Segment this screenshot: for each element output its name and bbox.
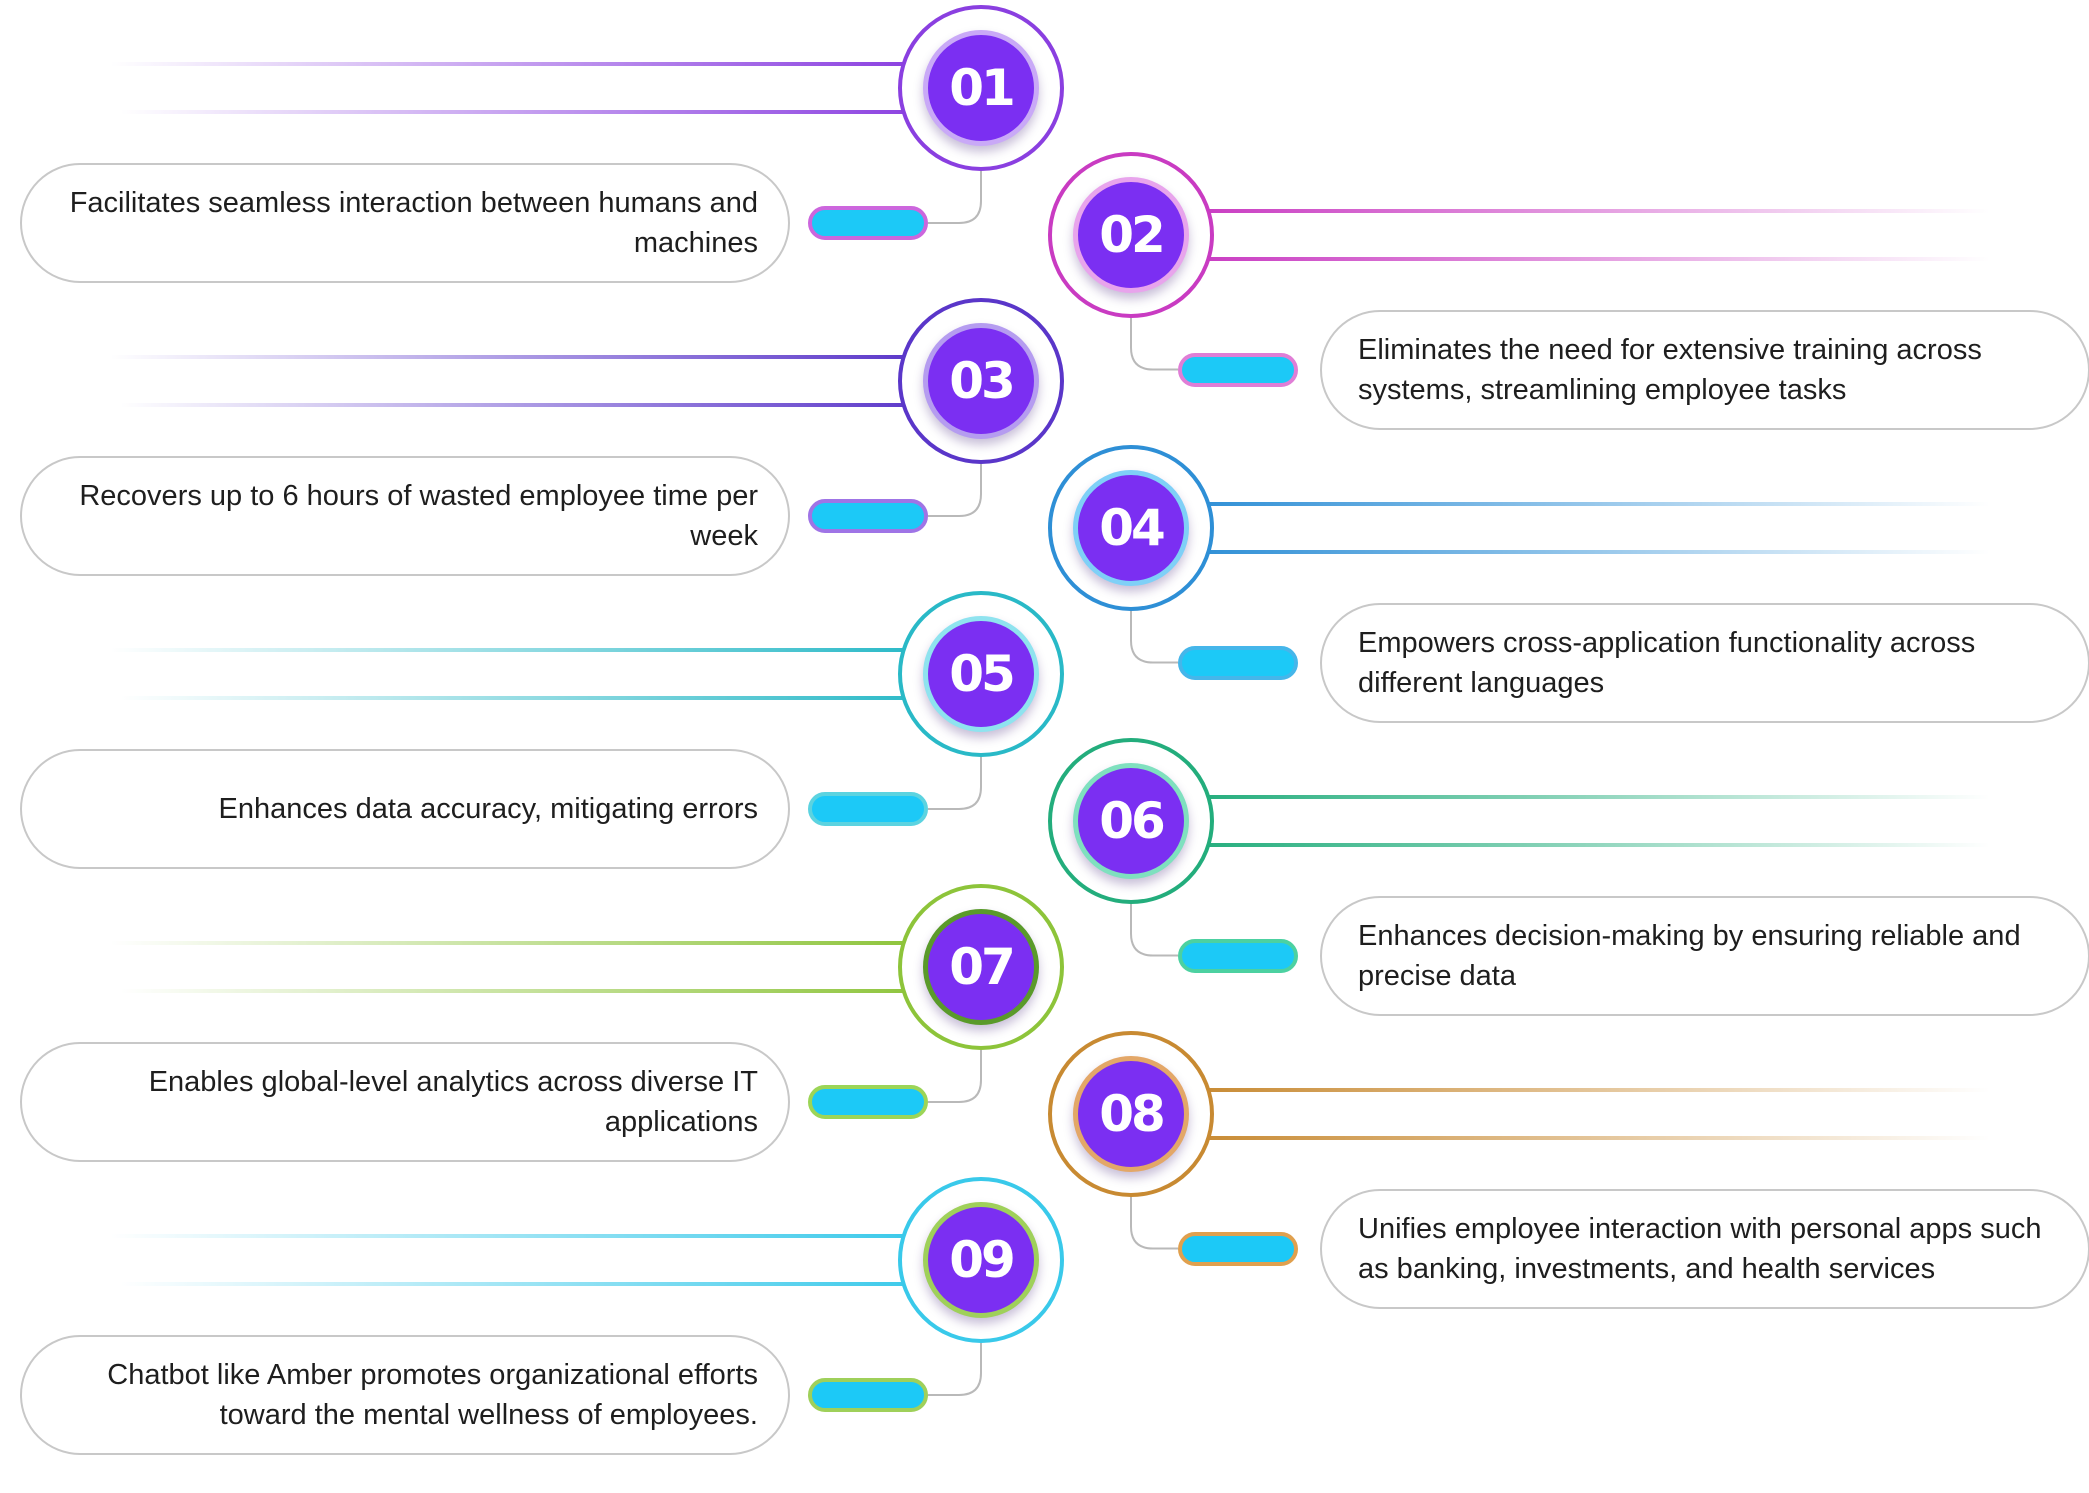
accent-stroke: [1191, 1087, 1990, 1092]
accent-stroke: [110, 648, 921, 652]
step-number-badge: 06: [1073, 762, 1189, 879]
step-number-badge: 04: [1073, 469, 1189, 586]
step-number-badge: 07: [923, 909, 1039, 1025]
accent-stroke: [120, 110, 931, 114]
connector-path: [1130, 903, 1178, 957]
benefit-card: Eliminates the need for extensive traini…: [1320, 309, 2089, 430]
step-number-badge: 02: [1073, 176, 1189, 293]
step-number-badge: 05: [923, 616, 1039, 732]
benefit-text: Empowers cross-application functionality…: [1358, 626, 1976, 699]
connector-pill: [1178, 352, 1298, 387]
accent-stroke: [1191, 842, 1990, 847]
accent-stroke: [1191, 208, 1990, 213]
accent-stroke: [1191, 1135, 1990, 1140]
benefit-card: Empowers cross-application functionality…: [1320, 602, 2089, 723]
connector-pill: [1178, 1231, 1298, 1266]
benefit-text: Enables global-level analytics across di…: [148, 1066, 758, 1138]
benefit-card: Enhances data accuracy, mitigating error…: [20, 749, 790, 869]
connector-path: [1130, 610, 1178, 664]
connector-path: [1130, 1196, 1178, 1250]
connector-path: [928, 757, 982, 810]
connector-pill: [808, 1085, 928, 1119]
benefit-text: Recovers up to 6 hours of wasted employe…: [79, 480, 758, 552]
accent-stroke: [120, 696, 931, 700]
step-number-badge: 09: [923, 1202, 1039, 1318]
accent-stroke: [1191, 256, 1990, 261]
step-number-badge: 01: [923, 30, 1039, 146]
accent-stroke: [120, 989, 931, 993]
connector-pill: [808, 792, 928, 826]
connector-path: [928, 1343, 982, 1396]
accent-stroke: [110, 355, 921, 359]
benefit-text: Eliminates the need for extensive traini…: [1358, 333, 1982, 406]
benefit-card: Enables global-level analytics across di…: [20, 1042, 790, 1162]
benefit-card: Recovers up to 6 hours of wasted employe…: [20, 456, 790, 576]
step-number-badge: 08: [1073, 1055, 1189, 1172]
accent-stroke: [120, 403, 931, 407]
benefit-text: Facilitates seamless interaction between…: [69, 187, 758, 259]
accent-stroke: [120, 1282, 931, 1286]
connector-path: [1130, 317, 1178, 371]
benefit-text: Enhances data accuracy, mitigating error…: [218, 793, 758, 825]
benefit-card: Facilitates seamless interaction between…: [20, 163, 790, 283]
benefit-card: Enhances decision-making by ensuring rel…: [1320, 895, 2089, 1016]
accent-stroke: [110, 1234, 921, 1238]
benefit-text: Unifies employee interaction with person…: [1358, 1212, 2042, 1285]
step-number-badge: 03: [923, 323, 1039, 439]
connector-path: [928, 1050, 982, 1103]
connector-pill: [808, 499, 928, 533]
accent-stroke: [110, 941, 921, 945]
benefit-card: Chatbot like Amber promotes organization…: [20, 1335, 790, 1455]
accent-stroke: [1191, 794, 1990, 799]
connector-pill: [808, 1378, 928, 1412]
accent-stroke: [1191, 501, 1990, 506]
connector-pill: [808, 206, 928, 240]
connector-path: [928, 171, 982, 224]
accent-stroke: [110, 62, 921, 66]
benefit-text: Enhances decision-making by ensuring rel…: [1358, 919, 2021, 992]
connector-pill: [1178, 645, 1298, 680]
benefit-text: Chatbot like Amber promotes organization…: [107, 1359, 758, 1431]
benefit-card: Unifies employee interaction with person…: [1320, 1188, 2089, 1309]
connector-pill: [1178, 938, 1298, 973]
accent-stroke: [1191, 549, 1990, 554]
connector-path: [928, 464, 982, 517]
